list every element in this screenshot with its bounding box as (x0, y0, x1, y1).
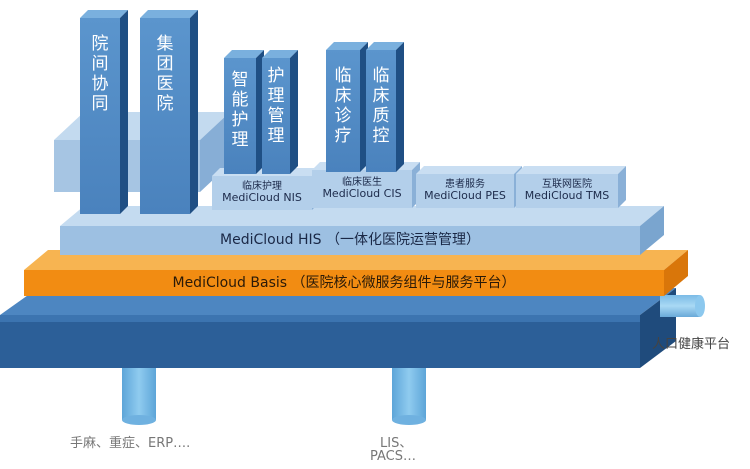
connector-bottom-right-label-2: PACS… (370, 449, 417, 464)
tower-label-char: 能 (231, 90, 249, 111)
tower-label-linchuang-zhenliao: 临床诊疗 (326, 66, 360, 146)
tower-label-char: 间 (91, 54, 109, 75)
module-nis-title: 临床护理 (242, 180, 282, 192)
tower-label-char: 集 (156, 34, 174, 54)
tower-label-linchuang-zhikong: 临床质控 (366, 66, 396, 146)
tower-label-char: 院 (156, 94, 174, 115)
tower-label-char: 管 (267, 106, 285, 127)
pipe-right (660, 295, 705, 317)
tower-label-char: 临 (372, 66, 390, 86)
module-cis-name: MediCloud CIS (322, 187, 402, 201)
tower-label-char: 理 (231, 130, 249, 151)
tower-label-char: 智 (231, 70, 249, 90)
module-pes-name: MediCloud PES (424, 189, 506, 203)
tower-label-char: 诊 (334, 106, 352, 127)
module-cis-title: 临床医生 (342, 176, 382, 188)
module-tms-title: 互联网医院 (542, 178, 592, 190)
tower-label-char: 医 (156, 74, 174, 95)
tower-label-char: 床 (334, 86, 352, 107)
tower-label-char: 理 (267, 86, 285, 107)
module-tms-shape (516, 166, 626, 208)
tower-yuanjian-shape (80, 10, 128, 214)
tower-label-char: 控 (372, 126, 390, 147)
tower-label-char: 理 (267, 126, 285, 147)
tower-label-jituan: 集团医院 (140, 34, 190, 114)
tower-label-char: 协 (91, 74, 109, 95)
module-nis: 临床护理 MediCloud NIS (212, 176, 312, 210)
tower-label-yuanjian: 院间协同 (80, 34, 120, 114)
tower-label-zhineng: 智能护理 (224, 70, 256, 150)
tower-linchuang-zhikong-shape (366, 42, 404, 172)
module-pes: 患者服务 MediCloud PES (416, 174, 514, 208)
module-tms: 互联网医院 MediCloud TMS (516, 174, 618, 208)
basis-layer-label: MediCloud Basis （医院核心微服务组件与服务平台） (172, 274, 516, 291)
connector-bottom-left-label: 手麻、重症、ERP…. (70, 436, 191, 451)
his-layer-shape (60, 206, 664, 255)
tower-zhineng-shape (224, 50, 264, 174)
tower-linchuang-zhenliao-shape (326, 42, 368, 172)
tower-label-char: 床 (372, 86, 390, 107)
module-tms-name: MediCloud TMS (524, 189, 610, 203)
connector-right-label: 人口健康平台 (652, 337, 731, 352)
tower-label-char: 临 (334, 66, 352, 86)
pipe-bottom-right (392, 360, 426, 425)
tower-huli-shape (262, 50, 298, 174)
tower-label-char: 院 (91, 34, 109, 54)
pipe-bottom-left (122, 360, 156, 425)
tower-label-char: 团 (156, 54, 174, 75)
tower-label-huli: 护理管理 (262, 66, 290, 146)
base-platform (0, 288, 676, 368)
tower-label-char: 质 (372, 106, 390, 127)
connector-bottom-right-label-1: LIS、 (380, 436, 413, 451)
module-pes-title: 患者服务 (445, 178, 485, 190)
tower-label-char: 护 (267, 66, 285, 86)
module-pes-shape (416, 166, 522, 208)
his-layer-label: MediCloud HIS （一体化医院运营管理） (220, 232, 480, 249)
module-cis: 临床医生 MediCloud CIS (312, 170, 412, 208)
tower-jituan-shape (140, 10, 198, 214)
tower-label-char: 疗 (334, 126, 352, 147)
tower-label-char: 护 (231, 110, 249, 131)
tower-label-char: 同 (91, 94, 109, 115)
module-nis-name: MediCloud NIS (222, 191, 302, 205)
